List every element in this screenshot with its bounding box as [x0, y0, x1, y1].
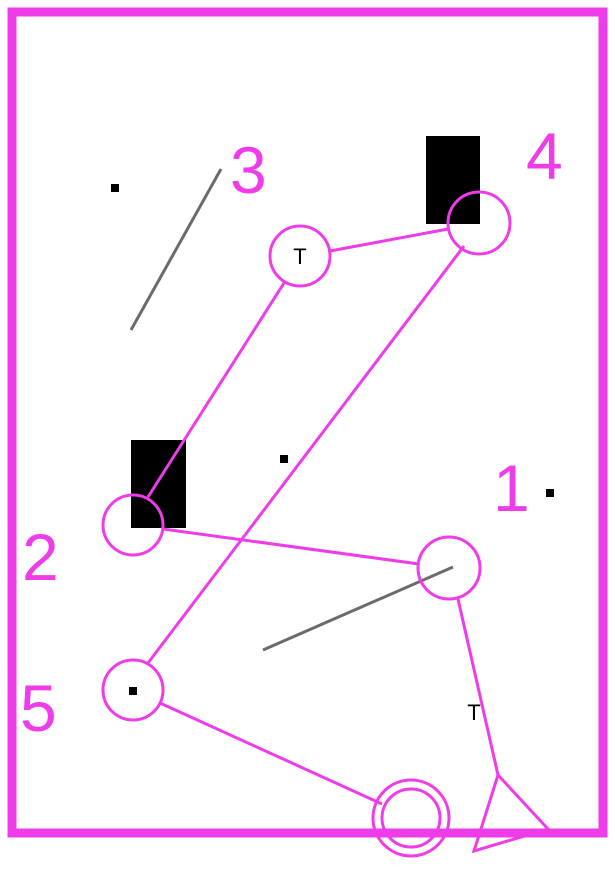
- label-t-bottom: T: [467, 700, 480, 725]
- label-number-2: 2: [22, 520, 59, 594]
- obstacle-left: [131, 440, 186, 528]
- route-segment: [159, 701, 383, 806]
- label-number-5: 5: [20, 671, 57, 745]
- node-t-top: [268, 224, 332, 288]
- route-segment: [146, 282, 286, 498]
- route-segment: [456, 598, 500, 776]
- label-t-top: T: [293, 244, 306, 269]
- field-border: [7, 7, 608, 838]
- route-segment: [146, 245, 466, 664]
- node-4: [446, 190, 512, 256]
- route-path: [146, 227, 500, 806]
- marker-center: [280, 455, 288, 463]
- label-number-3: 3: [230, 133, 267, 207]
- label-number-4: 4: [526, 119, 563, 193]
- route-segment: [162, 527, 420, 566]
- gray-line-bottom: [262, 565, 454, 652]
- marker-node-5: [129, 687, 137, 695]
- marker-right: [546, 489, 554, 497]
- gray-line-top: [129, 168, 223, 331]
- obstacle-top-right: [426, 136, 480, 224]
- finish-outer-ring: [371, 778, 451, 858]
- marker-top-left: [111, 184, 119, 192]
- start-triangle: [471, 772, 551, 854]
- node-1: [416, 535, 482, 601]
- node-5: [101, 658, 165, 722]
- label-number-1: 1: [493, 451, 530, 525]
- route-segment: [329, 227, 449, 253]
- node-2: [101, 493, 165, 557]
- finish-inner-ring: [380, 787, 442, 849]
